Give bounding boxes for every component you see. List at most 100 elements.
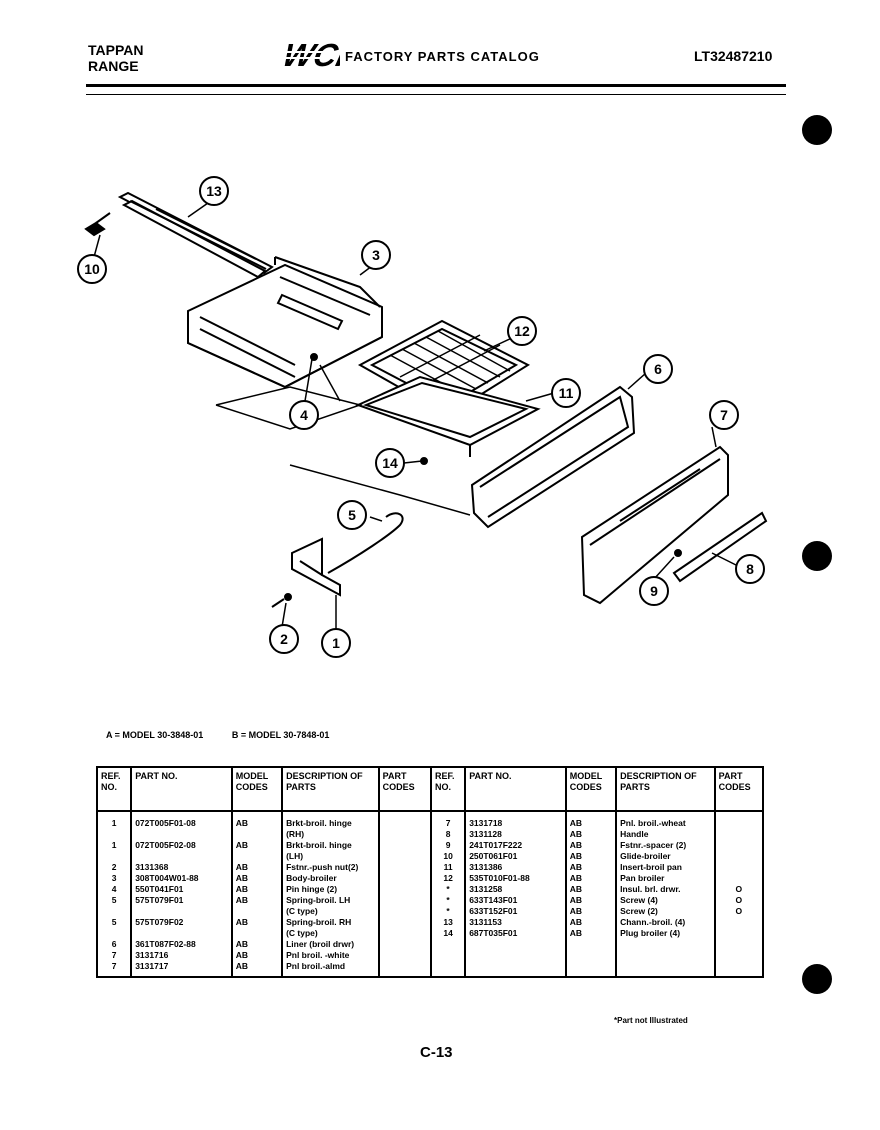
- brand-line-2: RANGE: [88, 58, 139, 74]
- cell-r-model: AB: [564, 884, 618, 895]
- wci-logo: WCI: [279, 37, 351, 72]
- svg-text:14: 14: [382, 455, 398, 471]
- cell-l-desc: Body-broiler: [281, 873, 380, 884]
- col-part-no: PART NO.: [130, 766, 233, 812]
- col-ref-no-2: REF. NO.: [429, 766, 467, 812]
- cell-l-part: 575T079F02: [130, 917, 233, 928]
- cell-l-part: 072T005F02-08: [130, 840, 233, 851]
- cell-l-ref: 1: [95, 811, 133, 829]
- cell-r-model: [564, 939, 618, 950]
- cell-r-code: [713, 862, 765, 873]
- cell-r-model: AB: [564, 895, 618, 906]
- cell-r-desc: Plug broiler (4): [615, 928, 716, 939]
- catalog-title: FACTORY PARTS CATALOG: [345, 49, 540, 64]
- cell-r-ref: *: [429, 884, 467, 895]
- cell-r-part: 633T152F01: [464, 906, 567, 917]
- cell-r-desc: [615, 939, 716, 950]
- cell-r-part: [464, 961, 567, 978]
- cell-r-ref: 10: [429, 851, 467, 862]
- cell-l-desc: Spring-broil. LH: [281, 895, 380, 906]
- cell-l-ref: 5: [95, 917, 133, 928]
- cell-l-part: [130, 906, 233, 917]
- cell-l-code: [377, 939, 432, 950]
- callout-7: 7: [709, 400, 739, 430]
- page-number: C-13: [420, 1044, 453, 1061]
- cell-l-desc: Spring-broil. RH: [281, 917, 380, 928]
- cell-r-part: 633T143F01: [464, 895, 567, 906]
- cell-r-code: [713, 829, 765, 840]
- cell-l-code: [377, 862, 432, 873]
- cell-r-code: [713, 939, 765, 950]
- cell-r-part: 250T061F01: [464, 851, 567, 862]
- cell-l-desc: Pnl broil. -white: [281, 950, 380, 961]
- cell-l-part: 3131368: [130, 862, 233, 873]
- cell-r-desc: Screw (4): [615, 895, 716, 906]
- insert-broil-pan-part: [355, 375, 541, 457]
- callout-1: 1: [321, 628, 351, 658]
- cell-r-desc: Screw (2): [615, 906, 716, 917]
- cell-r-part: [464, 939, 567, 950]
- cell-r-code: O: [713, 895, 765, 906]
- cell-l-part: 072T005F01-08: [130, 811, 233, 829]
- cell-r-ref: [429, 961, 467, 978]
- svg-text:1: 1: [332, 635, 340, 651]
- cell-r-ref: *: [429, 906, 467, 917]
- cell-l-desc: Brkt-broil. hinge: [281, 811, 380, 829]
- cell-r-ref: 9: [429, 840, 467, 851]
- cell-r-model: AB: [564, 851, 618, 862]
- cell-r-model: [564, 961, 618, 978]
- cell-l-model: AB: [230, 895, 284, 906]
- brand-label: TAPPAN RANGE: [88, 42, 143, 74]
- cell-r-code: O: [713, 884, 765, 895]
- cell-l-desc: (RH): [281, 829, 380, 840]
- cell-r-code: [713, 840, 765, 851]
- col-model-codes: MODEL CODES: [230, 766, 284, 812]
- cell-r-ref: 13: [429, 917, 467, 928]
- cell-l-part: 361T087F02-88: [130, 939, 233, 950]
- callout-11: 11: [551, 378, 581, 408]
- callout-9: 9: [639, 576, 669, 606]
- cell-l-desc: Pnl broil.-almd: [281, 961, 380, 978]
- hinge-bracket-part: [291, 537, 341, 597]
- cell-l-ref: [95, 906, 133, 917]
- model-number: LT32487210: [694, 48, 773, 64]
- cell-r-desc: Fstnr.-spacer (2): [615, 840, 716, 851]
- parts-table-header: REF. NO. PART NO. MODEL CODES DESCRIPTIO…: [95, 766, 765, 812]
- cell-l-ref: 2: [95, 862, 133, 873]
- brand-line-1: TAPPAN: [88, 42, 144, 58]
- cell-l-part: [130, 829, 233, 840]
- push-nut-part: [271, 593, 292, 608]
- col-part-codes-2: PART CODES: [713, 766, 765, 812]
- cell-r-part: 535T010F01-88: [464, 873, 567, 884]
- svg-text:3: 3: [372, 247, 380, 263]
- cell-l-code: [377, 840, 432, 851]
- cell-l-part: 3131717: [130, 961, 233, 978]
- svg-text:11: 11: [559, 385, 574, 401]
- col-part-codes: PART CODES: [377, 766, 432, 812]
- svg-text:9: 9: [650, 583, 658, 599]
- cell-l-code: [377, 950, 432, 961]
- cell-r-desc: Glide-broiler: [615, 851, 716, 862]
- cell-l-model: [230, 851, 284, 862]
- liner-part: [470, 385, 636, 529]
- svg-text:10: 10: [84, 261, 100, 277]
- svg-text:7: 7: [720, 407, 728, 423]
- col-model-codes-2: MODEL CODES: [564, 766, 618, 812]
- col-part-no-2: PART NO.: [464, 766, 567, 812]
- callout-3: 3: [361, 240, 391, 270]
- cell-l-model: AB: [230, 811, 284, 829]
- cell-r-model: AB: [564, 928, 618, 939]
- cell-l-ref: 3: [95, 873, 133, 884]
- cell-r-model: AB: [564, 917, 618, 928]
- cell-l-model: [230, 829, 284, 840]
- footnote: *Part not Illustrated: [614, 1016, 688, 1025]
- parts-table: REF. NO. PART NO. MODEL CODES DESCRIPTIO…: [95, 766, 765, 978]
